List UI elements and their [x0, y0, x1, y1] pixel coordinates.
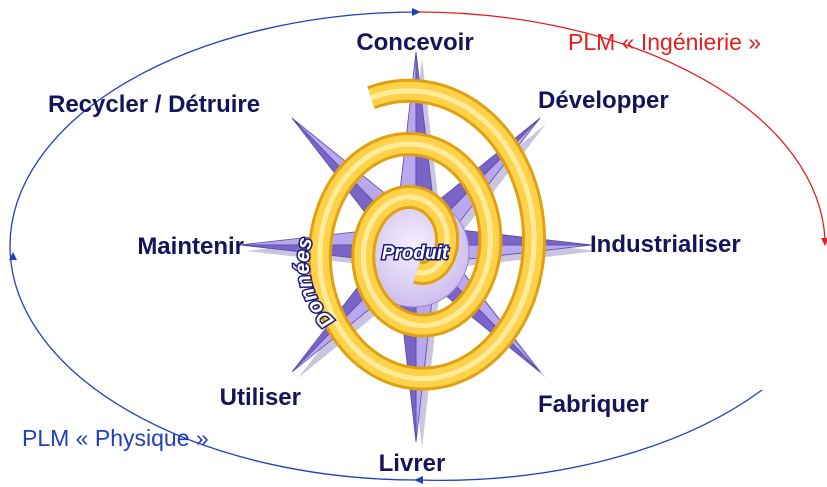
arrowhead-right-icon	[821, 238, 827, 246]
product-label: Produit	[382, 243, 449, 264]
physical-loop-label: PLM « Physique »	[22, 425, 209, 451]
stage-label-maintenir: Maintenir	[137, 233, 244, 260]
spiral-highlight	[317, 88, 537, 382]
physical-loop	[9, 8, 763, 484]
data-spiral	[307, 78, 547, 391]
engineering-loop	[417, 11, 827, 246]
physical-loop-bottom-arc	[417, 389, 763, 481]
stage-label-developper: Développer	[538, 87, 669, 114]
stage-label-fabriquer: Fabriquer	[538, 391, 649, 418]
stage-label-industrialiser: Industrialiser	[590, 231, 741, 258]
physical-loop-arc	[9, 11, 419, 481]
arrowhead-bottom-icon	[414, 476, 423, 484]
engineering-loop-arc	[417, 11, 826, 241]
stage-label-livrer: Livrer	[379, 450, 446, 477]
arrowhead-left-icon	[9, 252, 17, 260]
stage-label-recycler: Recycler / Détruire	[48, 91, 260, 118]
engineering-loop-label: PLM « Ingénierie »	[568, 29, 761, 55]
stage-label-concevoir: Concevoir	[356, 29, 473, 56]
arrowhead-top-icon	[412, 8, 421, 16]
stage-label-utiliser: Utiliser	[220, 384, 301, 411]
